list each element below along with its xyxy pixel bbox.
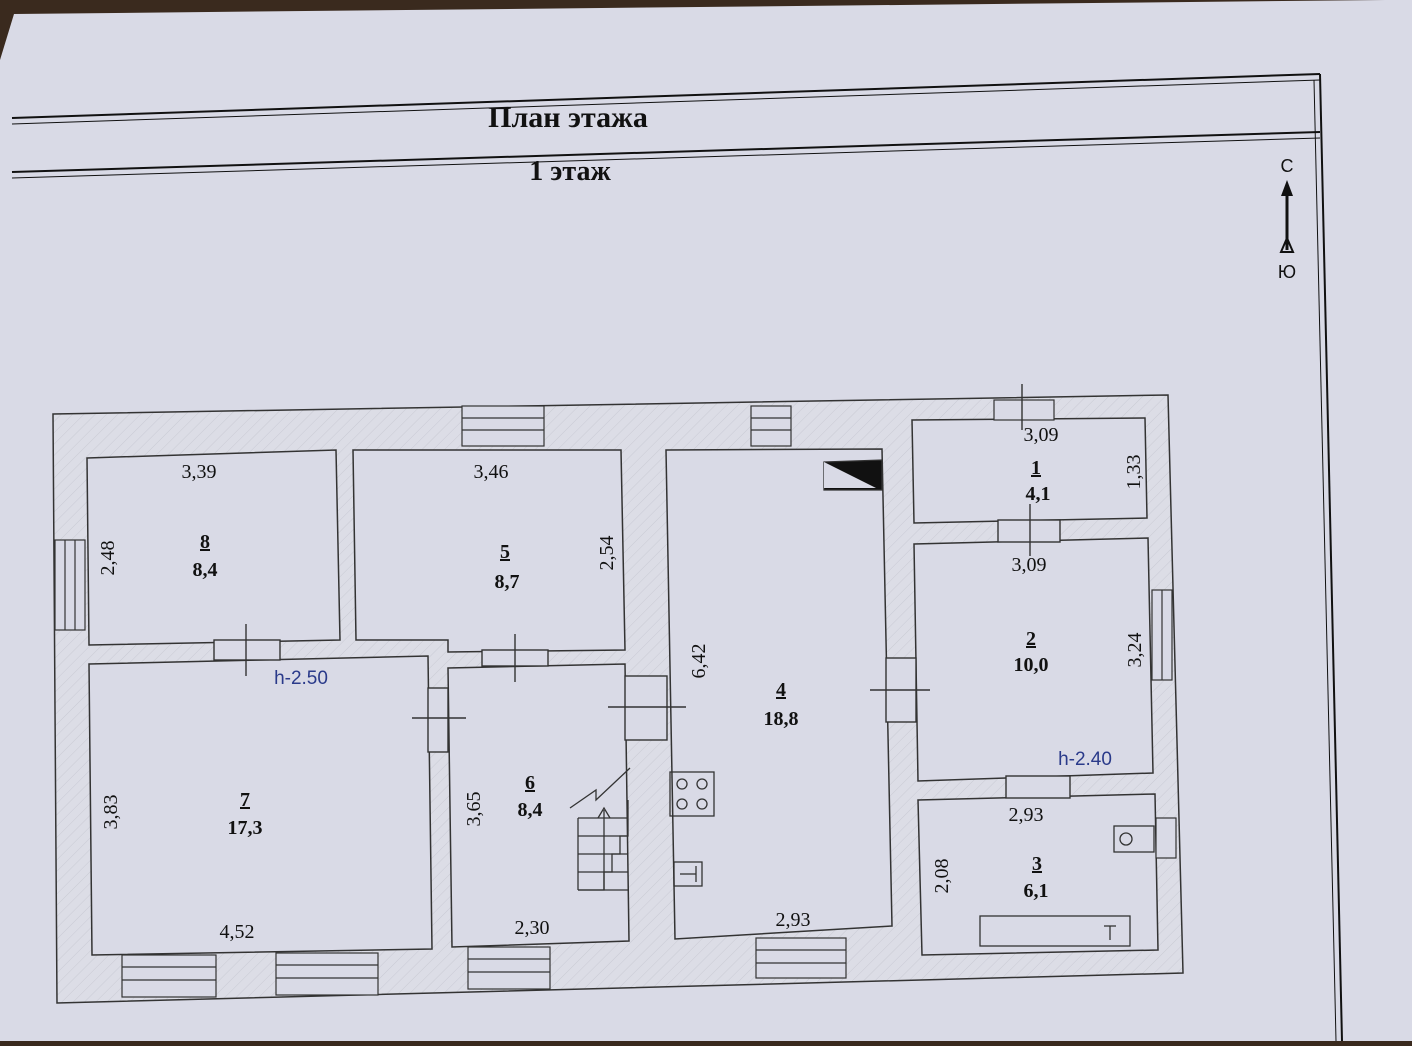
room-8-number: 8 bbox=[200, 531, 210, 553]
room-6-number: 6 bbox=[525, 772, 535, 794]
room-3-width: 2,93 bbox=[1009, 804, 1044, 826]
staircase-icon bbox=[569, 767, 631, 891]
window-top-4 bbox=[750, 405, 792, 447]
room-6-area: 8,4 bbox=[518, 799, 543, 821]
compass-south-label: Ю bbox=[1278, 262, 1296, 282]
room-4-width: 2,93 bbox=[776, 909, 811, 931]
window-top-5 bbox=[461, 405, 545, 447]
room-3 bbox=[917, 793, 1159, 956]
room-3-area: 6,1 bbox=[1024, 880, 1049, 902]
window-left-8 bbox=[54, 539, 86, 631]
sink-icon bbox=[673, 861, 703, 887]
room-8-area: 8,4 bbox=[193, 559, 218, 581]
door-7-6 bbox=[412, 687, 466, 753]
room-5-width: 3,46 bbox=[474, 461, 509, 483]
room-6-height: 3,65 bbox=[463, 792, 485, 827]
room-8-height: 2,48 bbox=[97, 541, 119, 576]
room-4-height: 6,42 bbox=[688, 644, 710, 679]
compass-north-label: С bbox=[1281, 156, 1294, 176]
window-bottom-4 bbox=[755, 937, 847, 979]
room-7-area: 17,3 bbox=[228, 817, 263, 839]
room-5-height: 2,54 bbox=[596, 536, 618, 571]
door-6-4 bbox=[608, 675, 686, 741]
room-4-area: 18,8 bbox=[764, 708, 799, 730]
room-2-area: 10,0 bbox=[1014, 654, 1049, 676]
room-3-number: 3 bbox=[1032, 853, 1042, 875]
windows bbox=[54, 399, 1177, 998]
room-6-width: 2,30 bbox=[515, 917, 550, 939]
window-bottom-7b bbox=[275, 952, 379, 996]
door-8-7 bbox=[213, 624, 281, 676]
room-4-number: 4 bbox=[776, 679, 786, 701]
room-1-area: 4,1 bbox=[1026, 483, 1051, 505]
boiler-icon bbox=[1113, 825, 1155, 853]
header-frame bbox=[11, 73, 1343, 1042]
door-4-2 bbox=[870, 657, 930, 723]
bathtub-icon bbox=[979, 915, 1131, 947]
doors bbox=[213, 384, 1071, 799]
room-2-number: 2 bbox=[1026, 628, 1036, 650]
room-5-area: 8,7 bbox=[495, 571, 520, 593]
room-4 bbox=[665, 448, 893, 940]
room-1-width: 3,09 bbox=[1024, 424, 1059, 446]
room-7-height: 3,83 bbox=[100, 795, 122, 830]
window-top-1 bbox=[993, 399, 1055, 421]
gas-stove-icon bbox=[669, 771, 715, 817]
room-2-height: 3,24 bbox=[1124, 633, 1146, 668]
room-7 bbox=[88, 655, 433, 956]
window-bottom-7a bbox=[121, 954, 217, 998]
height-mark-1: h-2.50 bbox=[274, 668, 328, 689]
room-7-number: 7 bbox=[240, 789, 250, 811]
room-1-number: 1 bbox=[1031, 457, 1041, 479]
room-8 bbox=[86, 449, 341, 646]
room-5 bbox=[352, 449, 626, 653]
room-1 bbox=[911, 417, 1148, 524]
window-right-3 bbox=[1155, 817, 1177, 859]
room-3-height: 2,08 bbox=[931, 859, 953, 894]
compass-arrow-icon bbox=[1279, 180, 1295, 253]
fixtures bbox=[569, 459, 1155, 947]
room-8-width: 3,39 bbox=[182, 461, 217, 483]
room-6 bbox=[447, 663, 630, 948]
room-1-height: 1,33 bbox=[1123, 455, 1145, 490]
height-mark-2: h-2.40 bbox=[1058, 749, 1112, 770]
window-right-2 bbox=[1151, 589, 1173, 681]
door-2-3 bbox=[1005, 775, 1071, 799]
page-title: План этажа bbox=[488, 101, 648, 134]
window-bottom-6 bbox=[467, 946, 551, 990]
door-5-6 bbox=[481, 634, 549, 682]
room-7-width: 4,52 bbox=[220, 921, 255, 943]
door-1-2 bbox=[997, 504, 1061, 556]
floor-label: 1 этаж bbox=[529, 156, 611, 187]
room-5-number: 5 bbox=[500, 541, 510, 563]
room-2-width: 3,09 bbox=[1012, 554, 1047, 576]
